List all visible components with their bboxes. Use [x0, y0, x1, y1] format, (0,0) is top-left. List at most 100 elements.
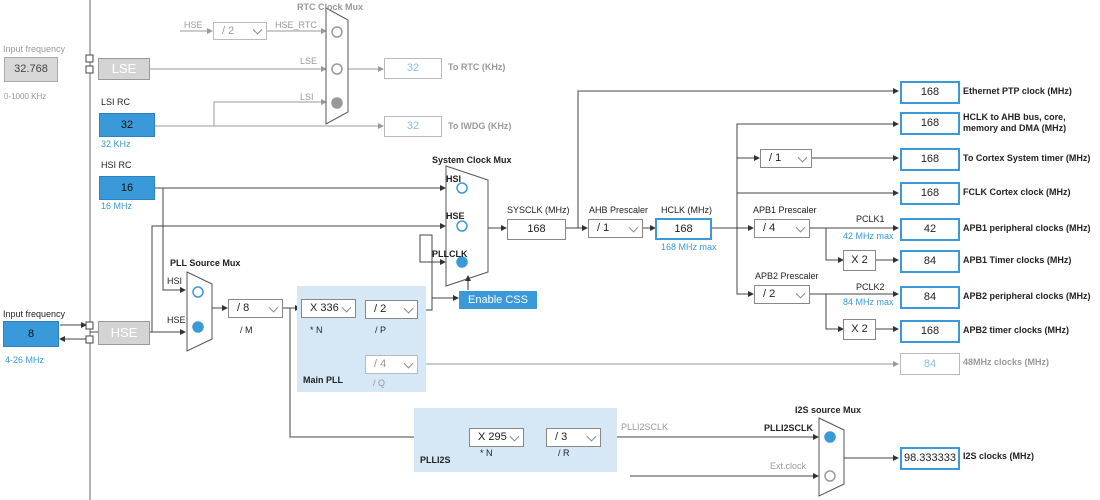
pll-p-label: / P	[375, 325, 387, 335]
rtc-lsi-radio[interactable]	[331, 97, 343, 109]
plli2sclk-wire-label: PLLI2SCLK	[621, 422, 669, 432]
apb1-timer-x2: X 2	[843, 250, 876, 271]
pll-m-select[interactable]: / 8	[228, 299, 283, 318]
i2s-plli2sclk-radio[interactable]	[824, 431, 836, 443]
sys-hsi-label: HSI	[446, 174, 462, 184]
hse-input-label: Input frequency	[3, 309, 66, 319]
pll-hsi-label: HSI	[167, 276, 183, 286]
sys-pllclk-label: PLLCLK	[432, 249, 468, 259]
apb2-timer-label: APB2 timer clocks (MHz)	[963, 325, 1070, 335]
hclk-value[interactable]: 168	[655, 218, 712, 240]
pll-source-mux	[186, 271, 213, 352]
hclk-ahb-label: HCLK to AHB bus, core, memory and DMA (M…	[963, 112, 1067, 133]
sys-pllclk-radio[interactable]	[456, 256, 468, 268]
i2s-plli2sclk-label: PLLI2SCLK	[764, 423, 814, 433]
to-iwdg-label: To IWDG (KHz)	[448, 121, 512, 131]
rtc-lsi-label: LSI	[300, 92, 314, 102]
to-rtc-value[interactable]: 32	[384, 58, 442, 79]
rtc-lse-label: LSE	[300, 56, 318, 66]
ethernet-ptp-clock-value[interactable]: 168	[900, 81, 960, 104]
apb2-prescaler-label: APB2 Prescaler	[755, 271, 819, 281]
fclk-cortex-label: FCLK Cortex clock (MHz)	[963, 187, 1071, 197]
apb2-peripheral-label: APB2 peripheral clocks (MHz)	[963, 291, 1091, 301]
fclk-cortex-value[interactable]: 168	[900, 182, 960, 205]
hsi-title: HSI RC	[101, 160, 132, 170]
system-clock-mux-title: System Clock Mux	[432, 155, 512, 165]
pll-hse-radio[interactable]	[192, 321, 204, 333]
ahb-prescaler-label: AHB Prescaler	[589, 205, 649, 215]
pclk1-label: PCLK1	[856, 214, 885, 224]
hsi-unit: 16 MHz	[101, 201, 133, 211]
sysclk-label: SYSCLK (MHz)	[507, 205, 570, 215]
lsi-value[interactable]: 32	[99, 113, 155, 137]
plli2s-r-select[interactable]: / 3	[546, 428, 601, 447]
hse-frequency-input[interactable]: 8	[3, 321, 59, 347]
plli2s-n-label: * N	[480, 448, 493, 458]
cortex-timer-div-select[interactable]: / 1	[760, 149, 812, 168]
plli2s-r-label: / R	[558, 448, 570, 458]
plli2s-title: PLLI2S	[420, 455, 451, 465]
clock-48mhz-label: 48MHz clocks (MHz)	[963, 357, 1050, 367]
rtc-hse-label: HSE	[184, 20, 203, 30]
apb2-timer-x2: X 2	[843, 319, 876, 340]
pll-source-mux-title: PLL Source Mux	[170, 258, 241, 268]
enable-css-button[interactable]: Enable CSS	[459, 291, 537, 309]
pll-p-select[interactable]: / 2	[365, 300, 418, 319]
sys-hse-label: HSE	[446, 211, 465, 221]
sys-hse-radio[interactable]	[456, 220, 468, 232]
lsi-title: LSI RC	[101, 97, 131, 107]
i2s-ext-radio[interactable]	[824, 470, 836, 482]
i2s-source-mux-title: I2S source Mux	[795, 405, 862, 415]
pclk1-max: 42 MHz max	[843, 231, 894, 241]
i2s-clock-label: I2S clocks (MHz)	[963, 451, 1035, 461]
hclk-label: HCLK (MHz)	[661, 205, 712, 215]
cortex-timer-value[interactable]: 168	[900, 148, 960, 171]
rtc-mux-title: RTC Clock Mux	[297, 2, 364, 12]
cortex-timer-label: To Cortex System timer (MHz)	[963, 153, 1091, 163]
hclk-max: 168 MHz max	[661, 242, 717, 252]
hse-range: 4-26 MHz	[5, 355, 45, 365]
plli2s-n-select[interactable]: X 295	[469, 428, 524, 447]
apb1-peripheral-value[interactable]: 42	[900, 218, 960, 241]
pll-n-label: * N	[310, 325, 323, 335]
to-iwdg-value[interactable]: 32	[384, 116, 442, 137]
pll-q-select[interactable]: / 4	[365, 355, 418, 374]
lse-source: LSE	[98, 58, 150, 80]
rtc-hse-radio[interactable]	[331, 26, 343, 38]
hsi-value[interactable]: 16	[99, 176, 155, 200]
lse-input-label: Input frequency	[3, 44, 66, 54]
pll-n-select[interactable]: X 336	[301, 299, 356, 318]
lsi-unit: 32 KHz	[101, 139, 131, 149]
i2s-source-mux	[818, 417, 845, 497]
i2s-ext-clock-label: Ext.clock	[770, 461, 807, 471]
i2s-clock-value[interactable]: 98.333333	[900, 447, 960, 470]
ahb-prescaler-select[interactable]: / 1	[588, 219, 643, 238]
rtc-hse-div-select[interactable]: / 2	[213, 22, 267, 40]
main-pll-title: Main PLL	[303, 375, 343, 385]
sysclk-value[interactable]: 168	[507, 219, 566, 240]
lse-frequency-input[interactable]: 32.768	[4, 57, 58, 82]
apb1-prescaler-select[interactable]: / 4	[754, 219, 810, 238]
pll-q-label: / Q	[373, 378, 386, 388]
sys-hsi-radio[interactable]	[456, 182, 468, 194]
pll-hsi-radio[interactable]	[192, 286, 204, 298]
lse-range: 0-1000 KHz	[4, 92, 47, 101]
clock-48mhz-value[interactable]: 84	[900, 353, 960, 375]
apb2-prescaler-select[interactable]: / 2	[754, 285, 810, 304]
to-rtc-label: To RTC (KHz)	[448, 62, 506, 72]
apb1-peripheral-label: APB1 peripheral clocks (MHz)	[963, 223, 1091, 233]
ethernet-ptp-clock-label: Ethernet PTP clock (MHz)	[963, 86, 1072, 96]
rtc-lse-radio[interactable]	[331, 63, 343, 75]
pclk2-max: 84 MHz max	[843, 297, 894, 307]
pll-hse-label: HSE	[167, 315, 186, 325]
apb2-peripheral-value[interactable]: 84	[900, 286, 960, 309]
pll-m-label: / M	[240, 325, 253, 335]
rtc-hse-rtc-label: HSE_RTC	[275, 20, 317, 30]
hse-source: HSE	[98, 321, 150, 345]
apb1-timer-value[interactable]: 84	[900, 250, 960, 273]
apb2-timer-value[interactable]: 168	[900, 320, 960, 343]
pclk2-label: PCLK2	[856, 282, 885, 292]
apb1-prescaler-label: APB1 Prescaler	[753, 205, 817, 215]
hclk-ahb-value[interactable]: 168	[900, 112, 960, 135]
